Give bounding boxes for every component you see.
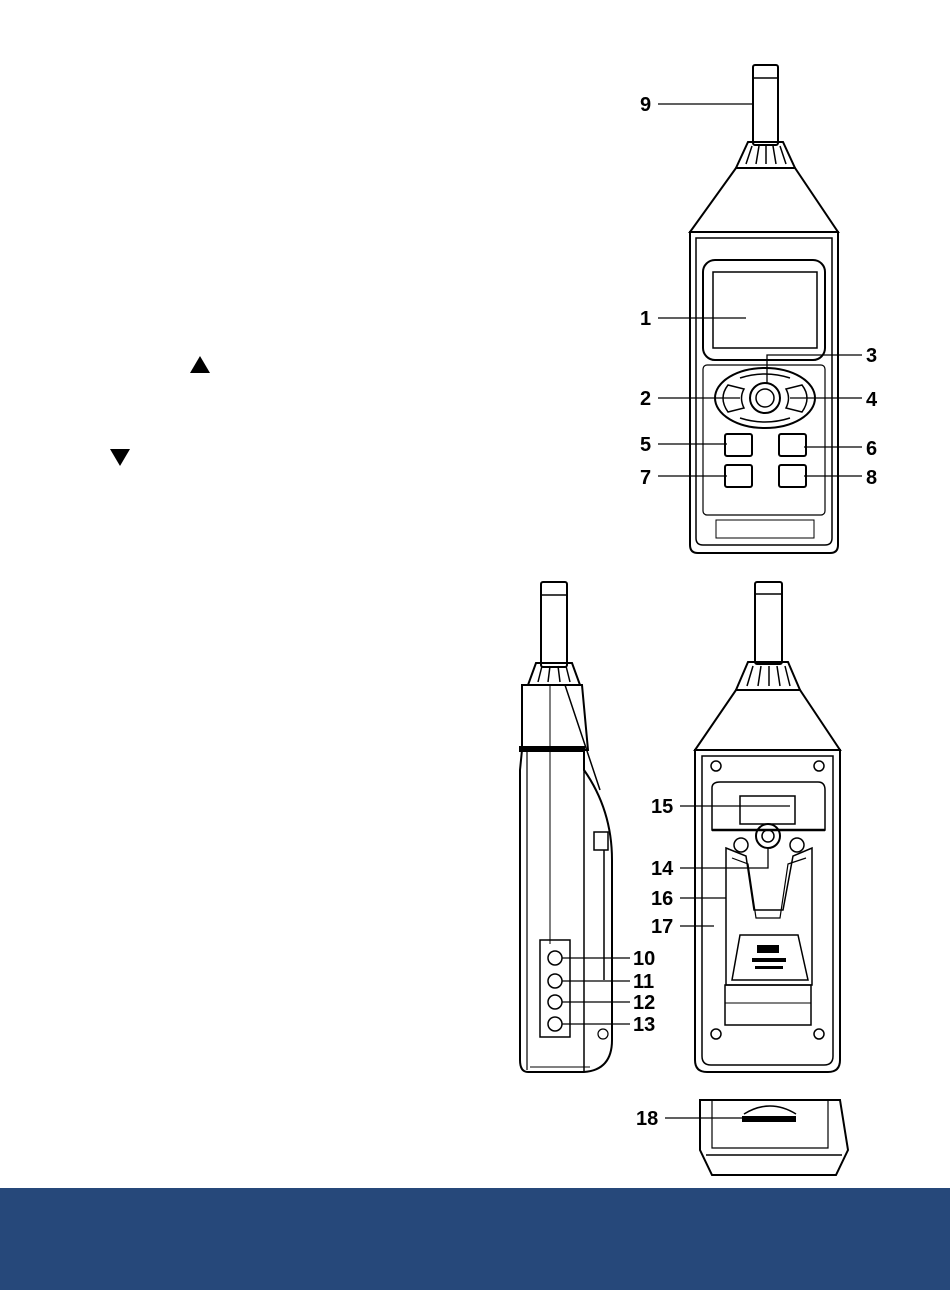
key-5 [725, 434, 752, 456]
callout-14: 14 [651, 858, 674, 880]
callout-3: 3 [866, 345, 877, 367]
microphone-tube [753, 65, 778, 145]
callout-10: 10 [633, 948, 655, 970]
key-6 [779, 434, 806, 456]
callout-8: 8 [866, 467, 877, 489]
jack-11 [548, 974, 562, 988]
callout-5: 5 [640, 434, 651, 456]
callout-16: 16 [651, 888, 673, 910]
tripod-mount [756, 824, 780, 848]
jack-10 [548, 951, 562, 965]
side-view [519, 582, 612, 1072]
callout-12: 12 [633, 992, 655, 1014]
back-body [695, 750, 840, 1072]
callout-11: 11 [633, 971, 654, 993]
callout-13: 13 [633, 1014, 655, 1036]
callout-18: 18 [636, 1108, 658, 1130]
callout-2: 2 [640, 388, 651, 410]
callout-1: 1 [640, 308, 651, 330]
sd-card-slot [742, 1116, 796, 1122]
down-triangle-icon [110, 449, 130, 466]
bottom-view [700, 1100, 848, 1175]
callout-15: 15 [651, 796, 673, 818]
up-triangle-icon [190, 356, 210, 373]
display-bezel [703, 260, 825, 360]
jack-12 [548, 995, 562, 1009]
center-key [750, 383, 780, 413]
callout-7: 7 [640, 467, 651, 489]
key-7 [725, 465, 752, 487]
jack-13 [548, 1017, 562, 1031]
front-view [690, 65, 838, 553]
callout-4: 4 [866, 389, 878, 411]
front-body [690, 232, 838, 553]
head-cone [690, 168, 838, 232]
back-view [695, 582, 840, 1072]
side-callout-lines [562, 958, 630, 1024]
bottom-body [700, 1100, 848, 1175]
callout-6: 6 [866, 438, 877, 460]
key-8 [779, 465, 806, 487]
lcd-display [713, 272, 817, 348]
callout-17: 17 [651, 916, 673, 938]
callout-9: 9 [640, 94, 651, 116]
footer-band [0, 1188, 950, 1290]
